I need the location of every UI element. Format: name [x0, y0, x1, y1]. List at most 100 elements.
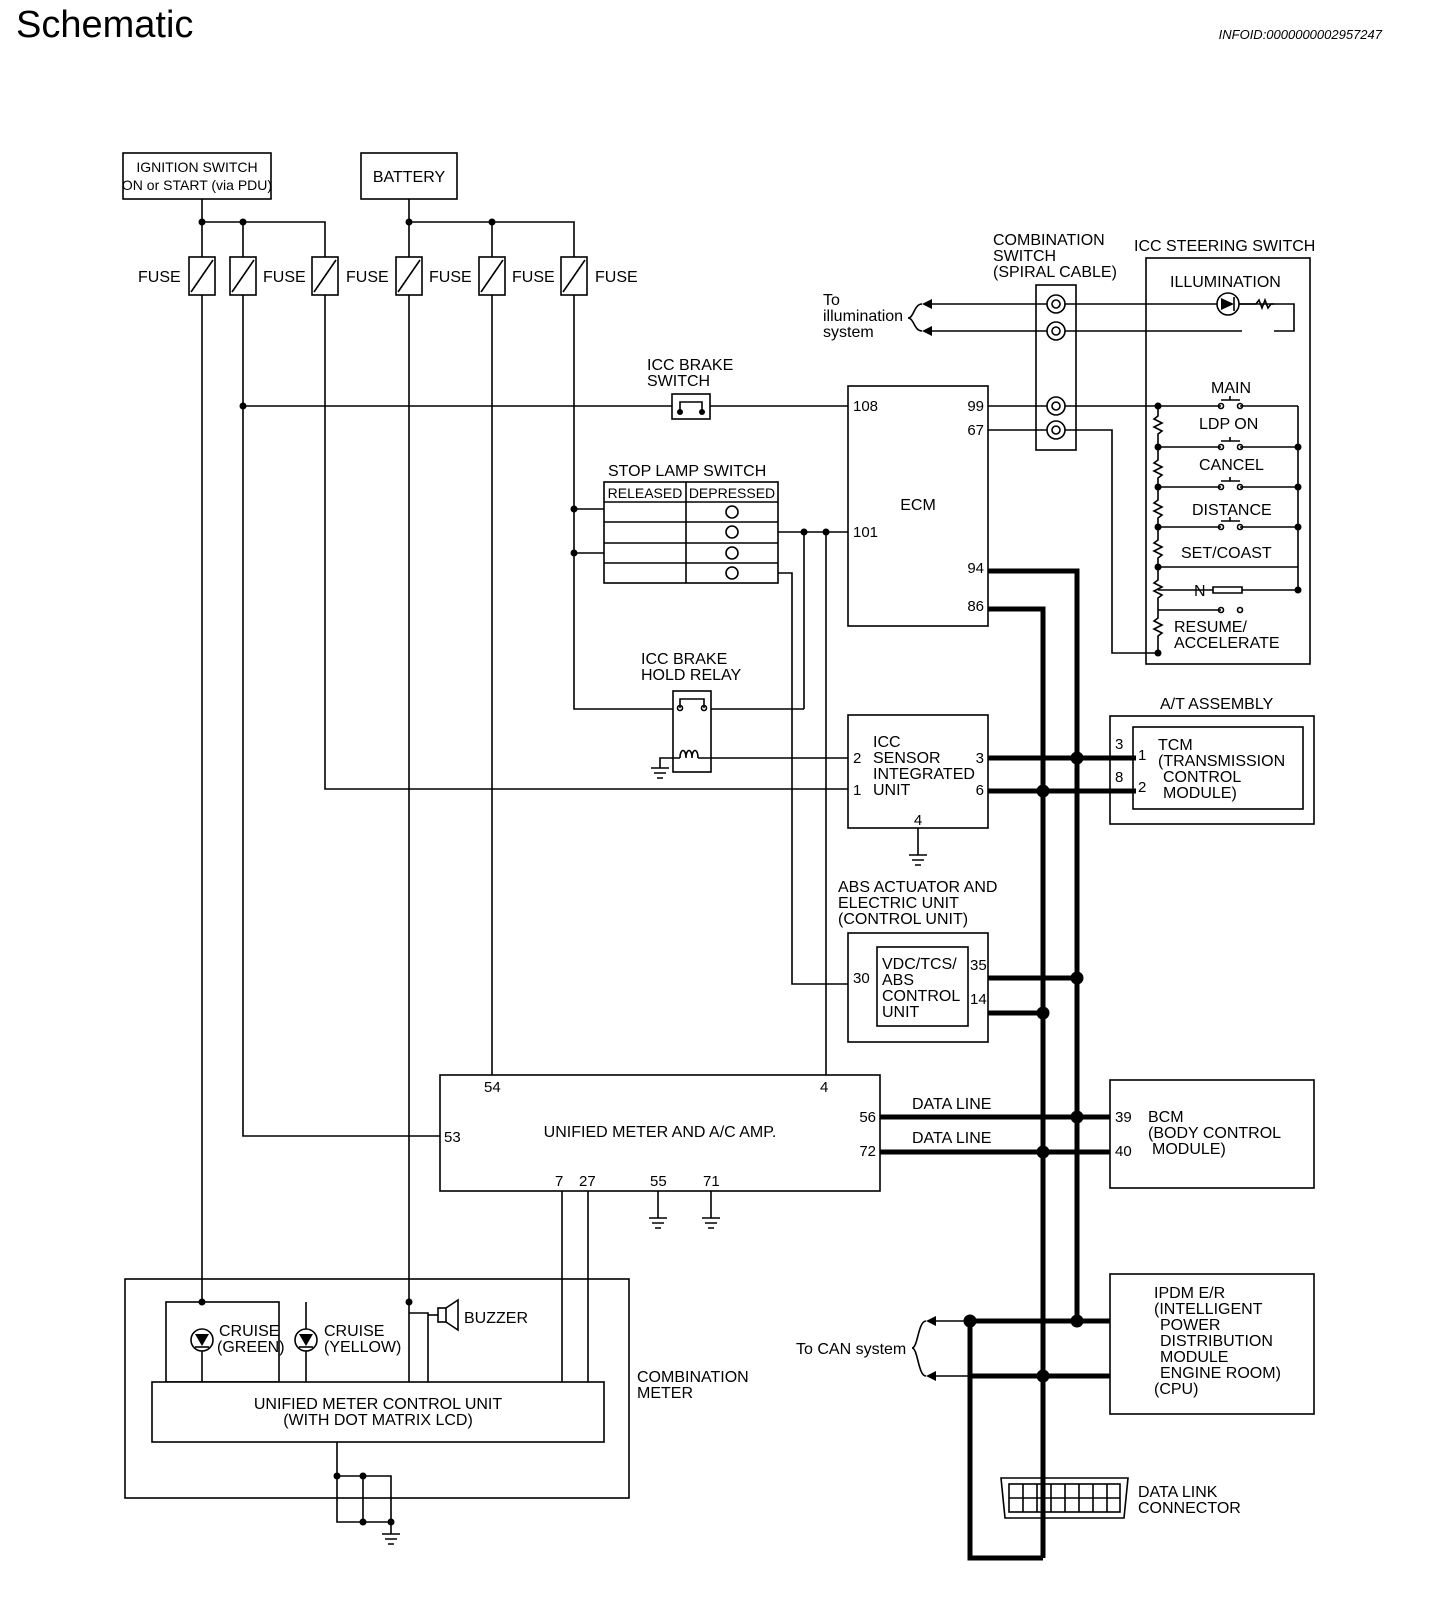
bcm-pin-40: 40 — [1115, 1143, 1132, 1160]
stop-lamp-title: STOP LAMP SWITCH — [608, 463, 766, 480]
steering-switch-contacts — [1158, 396, 1298, 614]
bcm-label-3: MODULE) — [1152, 1141, 1226, 1158]
meter-unit-label-1: UNIFIED METER CONTROL UNIT — [254, 1396, 503, 1413]
brake-switch-label-2: SWITCH — [647, 373, 710, 390]
set-coast-label: SET/COAST — [1181, 545, 1272, 562]
tcm-label-4: MODULE) — [1163, 785, 1237, 802]
tcm-pin-1: 1 — [1138, 747, 1146, 764]
fuse-label-1: FUSE — [138, 269, 181, 286]
abs-pin-30: 30 — [853, 970, 870, 987]
icc-steering-switch: ICC STEERING SWITCH ILLUMINATION MAIN LD… — [1134, 238, 1315, 665]
fuse-2 — [229, 256, 257, 296]
sensor-pin-1: 1 — [853, 782, 861, 799]
combination-meter-label-2: METER — [637, 1385, 693, 1402]
ignition-label-2: ON or START (via PDU) — [122, 177, 272, 193]
abs-actuator: ABS ACTUATOR AND ELECTRIC UNIT (CONTROL … — [838, 879, 997, 1043]
tcm-label-2: (TRANSMISSION — [1158, 753, 1285, 770]
fuse-label-6: FUSE — [595, 269, 638, 286]
ldp-on-label: LDP ON — [1199, 416, 1258, 433]
can-system-reference: To CAN system — [796, 1341, 906, 1358]
combination-switch-label-3: (SPIRAL CABLE) — [993, 264, 1117, 281]
data-line-label-1: DATA LINE — [912, 1096, 991, 1113]
dlc-label-2: CONNECTOR — [1138, 1500, 1241, 1517]
bcm: 39 40 BCM (BODY CONTROL MODULE) — [1109, 1079, 1315, 1189]
ecm-label: ECM — [900, 497, 936, 514]
battery-label: BATTERY — [373, 169, 446, 186]
data-line-label-2: DATA LINE — [912, 1130, 991, 1147]
ipdm-label-4: DISTRIBUTION — [1160, 1333, 1273, 1350]
illumination-ref-1: To — [823, 292, 840, 309]
abs-inner-2: ABS — [882, 972, 914, 989]
meter-pin-72: 72 — [859, 1143, 876, 1160]
illumination-ref-3: system — [823, 324, 874, 341]
fuse-label-2: FUSE — [263, 269, 306, 286]
cruise-green-lamp-icon — [190, 1328, 214, 1352]
sensor-label-1: ICC — [873, 734, 901, 751]
info-id: INFOID:0000000002957247 — [1218, 27, 1382, 42]
buzzer-icon — [428, 1298, 459, 1332]
ipdm-label-1: IPDM E/R — [1154, 1285, 1225, 1302]
ipdm-label-7: (CPU) — [1154, 1381, 1198, 1398]
ecm-pin-101: 101 — [853, 524, 878, 541]
meter-pin-71: 71 — [703, 1173, 720, 1190]
ipdm-label-2: (INTELLIGENT — [1154, 1301, 1263, 1318]
combination-switch: COMBINATION SWITCH (SPIRAL CABLE) — [993, 232, 1117, 451]
sensor-pin-2: 2 — [853, 750, 861, 767]
resume-label-1: RESUME/ — [1174, 619, 1247, 636]
ecm-pin-86: 86 — [967, 598, 984, 615]
main-label: MAIN — [1211, 380, 1251, 397]
combination-switch-label-1: COMBINATION — [993, 232, 1105, 249]
abs-label-1: ABS ACTUATOR AND — [838, 879, 997, 896]
bcm-pin-39: 39 — [1115, 1109, 1132, 1126]
fuse-1 — [188, 256, 216, 296]
fuse-4 — [395, 256, 423, 296]
unified-meter-ac-amp: UNIFIED METER AND A/C AMP. 54 4 53 56 72… — [439, 1074, 881, 1192]
sensor-pin-6: 6 — [976, 782, 984, 799]
n-label: N — [1194, 583, 1206, 600]
cruise-green-label-1: CRUISE — [219, 1323, 279, 1340]
illumination-led-icon — [1216, 292, 1240, 316]
resume-label-2: ACCELERATE — [1174, 635, 1280, 652]
ignition-label-1: IGNITION SWITCH — [136, 159, 257, 175]
distance-label: DISTANCE — [1192, 502, 1272, 519]
fuse-6 — [560, 256, 588, 296]
battery-box: BATTERY — [360, 152, 458, 200]
ipdm-label-6: ENGINE ROOM) — [1160, 1365, 1281, 1382]
at-assembly-title: A/T ASSEMBLY — [1160, 696, 1274, 713]
can-bus — [880, 568, 1136, 1561]
ecm-box: ECM 108 101 99 67 94 86 — [847, 385, 989, 627]
fuse-label-5: FUSE — [512, 269, 555, 286]
meter-unit-label-2: (WITH DOT MATRIX LCD) — [283, 1412, 473, 1429]
abs-pin-14: 14 — [970, 991, 987, 1008]
combination-switch-label-2: SWITCH — [993, 248, 1056, 265]
released-header: RELEASED — [608, 485, 683, 501]
abs-label-3: (CONTROL UNIT) — [838, 911, 968, 928]
meter-pin-55: 55 — [650, 1173, 667, 1190]
abs-inner-3: CONTROL — [882, 988, 960, 1005]
bcm-label-1: BCM — [1148, 1109, 1184, 1126]
ignition-switch-box: IGNITION SWITCH ON or START (via PDU) — [122, 152, 272, 200]
buzzer-label: BUZZER — [464, 1310, 528, 1327]
fuse-label-3: FUSE — [346, 269, 389, 286]
tcm-label-1: TCM — [1158, 737, 1193, 754]
tcm-label-3: CONTROL — [1163, 769, 1241, 786]
hold-relay-label-1: ICC BRAKE — [641, 651, 727, 668]
icc-brake-switch: ICC BRAKE SWITCH — [647, 357, 733, 420]
abs-pin-35: 35 — [970, 957, 987, 974]
combination-meter-label-1: COMBINATION — [637, 1369, 749, 1386]
abs-inner-1: VDC/TCS/ — [882, 956, 957, 973]
fuse-label-4: FUSE — [429, 269, 472, 286]
meter-pin-4: 4 — [820, 1079, 828, 1096]
illumination-label: ILLUMINATION — [1170, 274, 1281, 291]
ecm-pin-99: 99 — [967, 398, 984, 415]
tcm-pin-2: 2 — [1138, 779, 1146, 796]
bcm-label-2: (BODY CONTROL — [1148, 1125, 1281, 1142]
cruise-yellow-label-1: CRUISE — [324, 1323, 384, 1340]
abs-inner-4: UNIT — [882, 1004, 920, 1021]
at-pin-8: 8 — [1115, 769, 1123, 786]
brake-switch-label-1: ICC BRAKE — [647, 357, 733, 374]
illumination-reference: To illumination system — [823, 292, 903, 341]
icc-brake-hold-relay: ICC BRAKE HOLD RELAY — [641, 651, 742, 773]
meter-pin-53: 53 — [444, 1129, 461, 1146]
